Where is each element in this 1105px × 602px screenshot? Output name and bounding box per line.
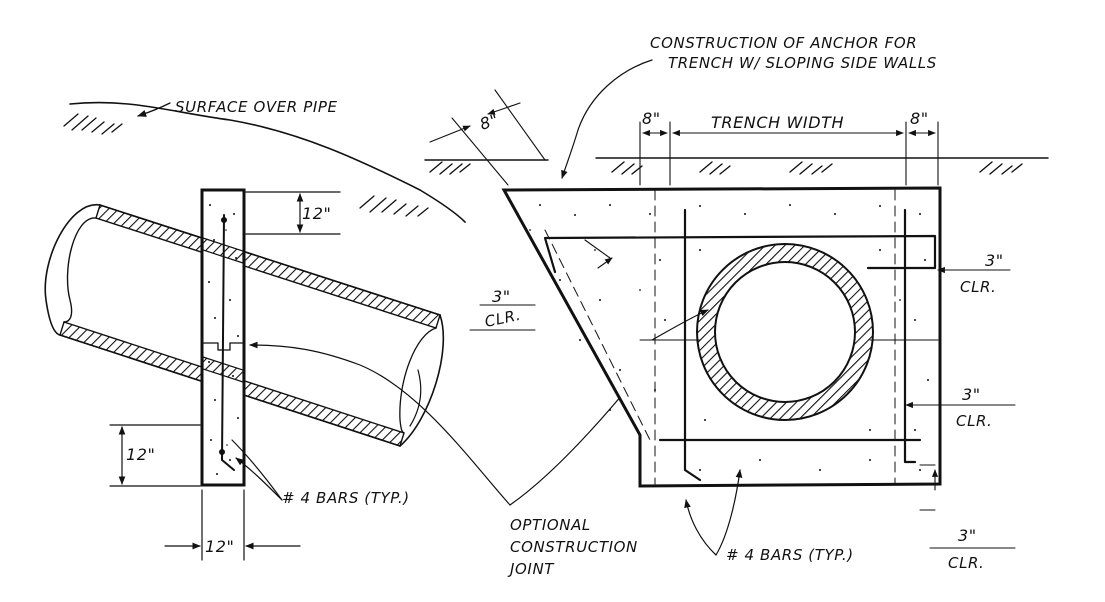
dim-8-slope	[429, 89, 546, 186]
joint-dashed-lines	[544, 189, 896, 485]
dim-12-side-label: 12"	[126, 445, 156, 464]
ground-hatch-left	[63, 113, 429, 217]
ground-lines-right	[424, 157, 1049, 175]
dim-trench	[639, 121, 939, 186]
clr-bottom-value: 3"	[958, 526, 977, 545]
pipe-section	[696, 243, 874, 421]
clr-left-unit: CLR.	[483, 306, 522, 331]
dim-8-left-label: 8"	[642, 109, 661, 128]
surface-leader	[137, 102, 171, 117]
construction-title-line2: TRENCH W/ SLOPING SIDE WALLS	[668, 54, 937, 72]
clr-bottom-unit: CLR.	[948, 554, 984, 572]
bars-right-label: # 4 BARS (TYP.)	[726, 546, 854, 564]
dim-12-bottom	[164, 489, 301, 561]
construction-title-line1: CONSTRUCTION OF ANCHOR FOR	[650, 34, 917, 52]
dim-8-slope-label: 8"	[477, 110, 501, 134]
anchor-collar-side	[200, 188, 246, 487]
labels: CONSTRUCTION OF ANCHOR FOR TRENCH W/ SLO…	[126, 34, 1004, 578]
dim-12-top-label: 12"	[302, 204, 332, 223]
ground-surface-line	[69, 101, 466, 223]
surface-over-pipe-label: SURFACE OVER PIPE	[175, 98, 338, 116]
rebar-section	[543, 208, 937, 482]
trench-width-label: TRENCH WIDTH	[711, 113, 844, 132]
dim-12-bottom-label: 12"	[205, 537, 235, 556]
section-view	[424, 59, 1049, 556]
joint-label-line1: OPTIONAL	[510, 516, 591, 534]
bars-leader-right-1	[684, 499, 717, 556]
joint-notch	[202, 342, 244, 351]
dim-12-side	[109, 424, 201, 487]
joint-leader-left	[249, 341, 511, 506]
joint-label-line3: JOINT	[507, 560, 555, 578]
clr-left-value: 3"	[492, 287, 511, 306]
dim-8-right-label: 8"	[910, 109, 929, 128]
title-leader	[561, 59, 653, 179]
bars-leader-right-2	[715, 469, 743, 556]
clr-right-mid-unit: CLR.	[956, 412, 992, 430]
side-view	[44, 101, 466, 561]
clr-leaders	[469, 239, 1016, 549]
clr-right-top-unit: CLR.	[960, 278, 996, 296]
dim-12-top	[245, 191, 341, 235]
joint-label-line2: CONSTRUCTION	[510, 538, 638, 556]
rebar-side	[221, 214, 235, 471]
clr-right-mid-value: 3"	[962, 385, 981, 404]
bars-left-label: # 4 BARS (TYP.)	[282, 489, 410, 507]
bars-leader-left	[235, 457, 283, 501]
clr-right-top-value: 3"	[985, 251, 1004, 270]
